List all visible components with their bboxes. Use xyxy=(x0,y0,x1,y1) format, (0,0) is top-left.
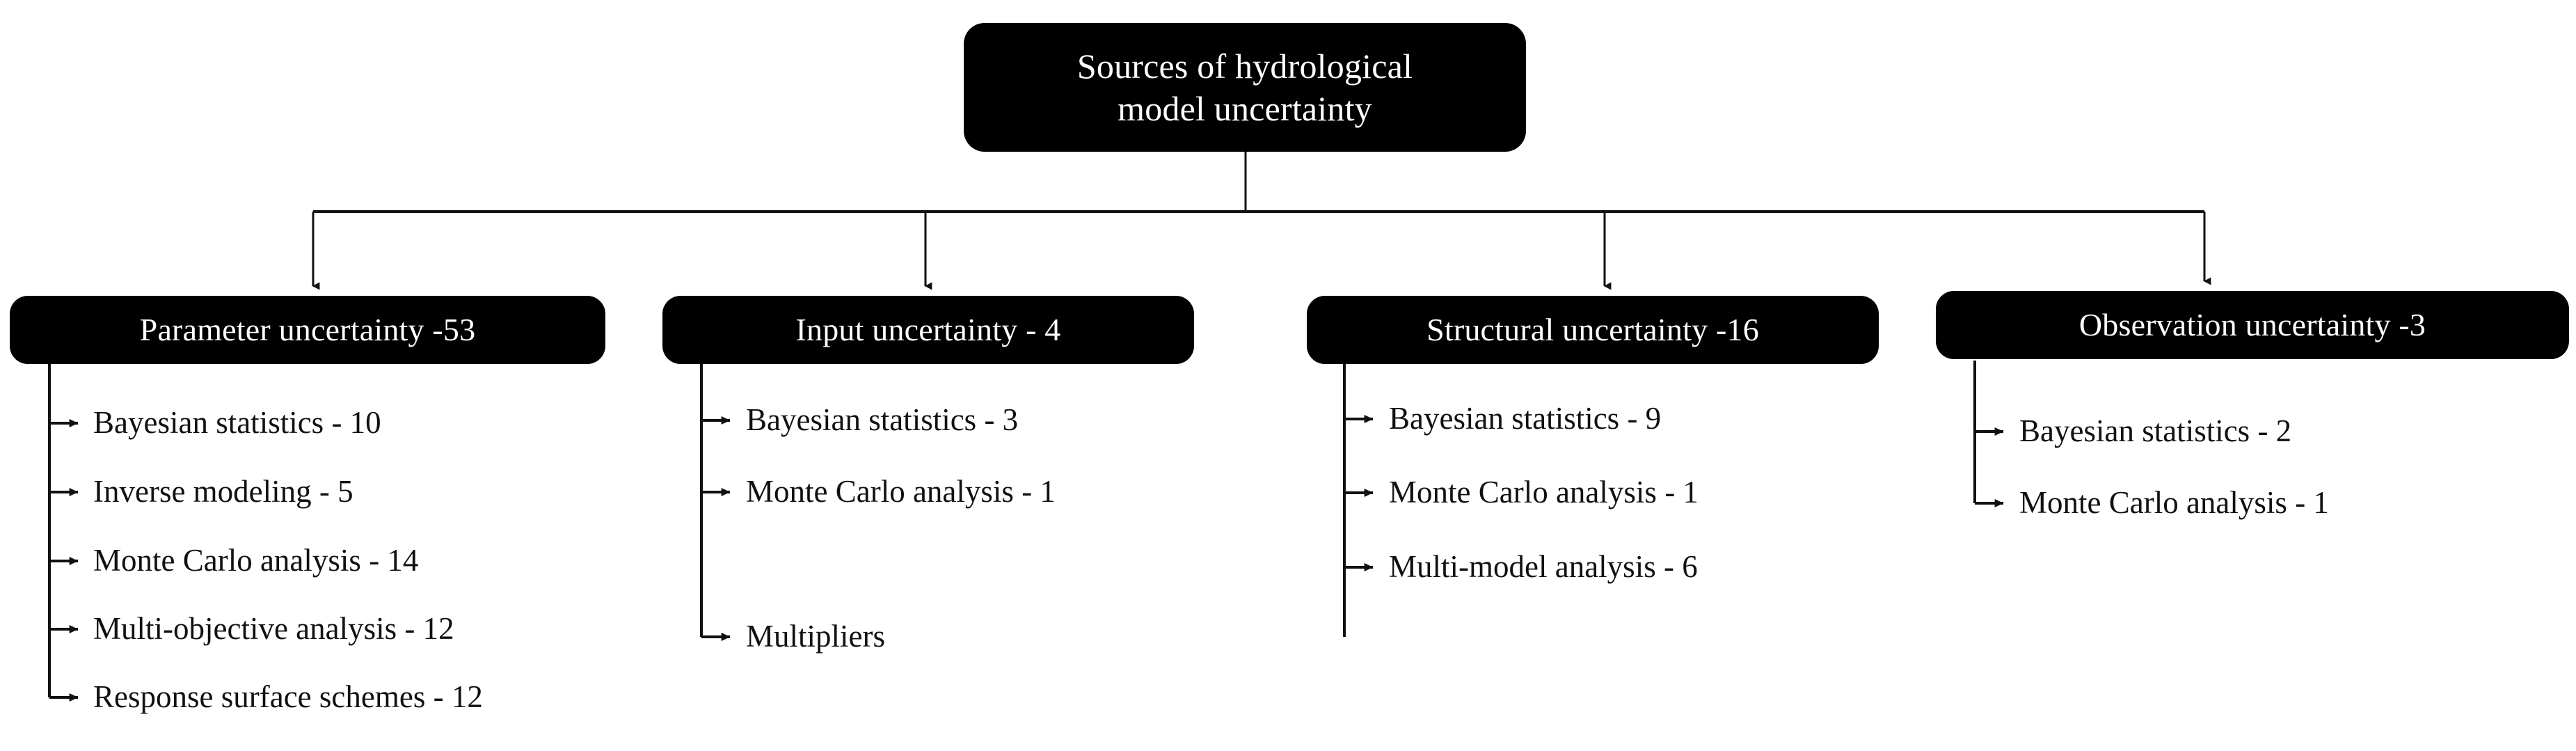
list-item[interactable]: Bayesian statistics - 10 xyxy=(93,407,381,438)
root-node-label-line2: model uncertainty xyxy=(1118,88,1372,128)
list-item[interactable]: Inverse modeling - 5 xyxy=(93,476,353,507)
list-item[interactable]: Monte Carlo analysis - 1 xyxy=(2019,487,2329,519)
list-item-label: Multipliers xyxy=(746,619,885,654)
list-item[interactable]: Monte Carlo analysis - 1 xyxy=(1389,477,1699,508)
list-item[interactable]: Monte Carlo analysis - 1 xyxy=(746,476,1056,507)
list-item[interactable]: Monte Carlo analysis - 14 xyxy=(93,545,418,576)
list-item[interactable]: Response surface schemes - 12 xyxy=(93,681,483,713)
list-item-label: Monte Carlo analysis - 14 xyxy=(93,543,419,578)
branch-node-label: Observation uncertainty -3 xyxy=(2078,306,2426,342)
list-item-label: Monte Carlo analysis - 1 xyxy=(746,474,1056,509)
list-item[interactable]: Bayesian statistics - 3 xyxy=(746,404,1018,436)
list-item-label: Multi-model analysis - 6 xyxy=(1389,549,1698,584)
list-item-label: Bayesian statistics - 2 xyxy=(2019,413,2292,448)
root-node-label-line1: Sources of hydrological xyxy=(1076,46,1413,86)
list-item-label: Response surface schemes - 12 xyxy=(93,679,483,714)
branch-node-input-uncertainty[interactable]: Input uncertainty - 4 xyxy=(662,296,1194,364)
list-item-label: Monte Carlo analysis - 1 xyxy=(2019,485,2329,520)
branch-node-observation-uncertainty[interactable]: Observation uncertainty -3 xyxy=(1936,291,2569,359)
list-item-label: Bayesian statistics - 10 xyxy=(93,405,381,440)
list-item[interactable]: Bayesian statistics - 9 xyxy=(1389,403,1661,434)
list-item-label: Inverse modeling - 5 xyxy=(93,474,353,509)
list-item[interactable]: Multi-model analysis - 6 xyxy=(1389,551,1698,583)
branch-node-label: Structural uncertainty -16 xyxy=(1426,311,1759,347)
list-item-label: Multi-objective analysis - 12 xyxy=(93,611,454,646)
list-item[interactable]: Bayesian statistics - 2 xyxy=(2019,416,2291,447)
root-node[interactable]: Sources of hydrological model uncertaint… xyxy=(964,23,1526,152)
branch-node-label: Input uncertainty - 4 xyxy=(795,311,1061,347)
list-item[interactable]: Multi-objective analysis - 12 xyxy=(93,613,454,645)
list-item-label: Bayesian statistics - 9 xyxy=(1389,401,1662,436)
branch-node-parameter-uncertainty[interactable]: Parameter uncertainty -53 xyxy=(10,296,605,364)
branch-node-label: Parameter uncertainty -53 xyxy=(139,311,476,347)
list-item[interactable]: Multipliers xyxy=(746,621,885,652)
list-item-label: Bayesian statistics - 3 xyxy=(746,402,1019,437)
branch-node-structural-uncertainty[interactable]: Structural uncertainty -16 xyxy=(1307,296,1879,364)
list-item-label: Monte Carlo analysis - 1 xyxy=(1389,475,1699,509)
